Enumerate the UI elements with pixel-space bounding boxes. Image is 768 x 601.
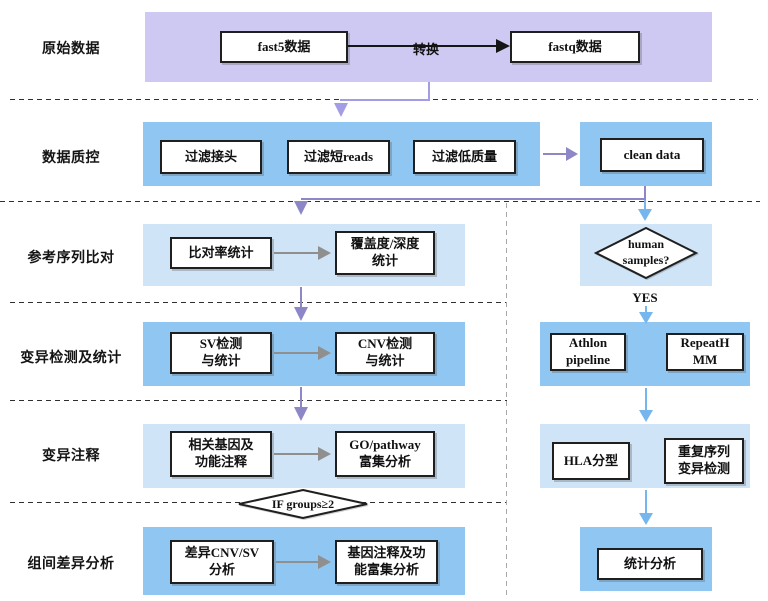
sv-cnv-arrow-icon: [318, 346, 331, 360]
divider-4: [10, 400, 507, 401]
diff-enrich-arrow-line: [276, 561, 320, 563]
if-groups-label: IF groups≥2: [271, 496, 335, 511]
node-fastq: fastq数据: [510, 31, 640, 63]
row-label-variant: 变异检测及统计: [20, 349, 122, 365]
node-statistical-analysis: 统计分析: [597, 548, 703, 580]
qc-to-clean-line: [543, 153, 567, 155]
node-repeat-variant: 重复序列 变异检测: [664, 438, 744, 484]
node-athlon-pipeline: Athlon pipeline: [550, 333, 626, 371]
node-go-pathway: GO/pathway 富集分析: [335, 431, 435, 477]
divider-2: [0, 201, 760, 202]
clean-to-human-arrow-icon: [638, 209, 652, 221]
align-arrow-line: [274, 252, 320, 254]
clean-to-human-line: [644, 200, 646, 210]
if-groups-diamond: IF groups≥2: [237, 489, 369, 519]
node-filter-adapter: 过滤接头: [160, 140, 262, 174]
clean-to-alignment-arrow-icon: [294, 201, 308, 215]
node-diff-cnv-sv: 差异CNV/SV 分析: [170, 540, 274, 584]
node-fast5: fast5数据: [220, 31, 348, 63]
raw-to-qc-connector-h: [340, 99, 430, 101]
clean-down-connector: [644, 186, 646, 200]
human-samples-line2: samples?: [622, 253, 670, 267]
gene-go-arrow-line: [274, 453, 320, 455]
diff-enrich-arrow-icon: [318, 555, 331, 569]
align-arrow-icon: [318, 246, 331, 260]
variant-to-annotation-arrow-icon: [294, 407, 308, 421]
node-sv-detection: SV检测 与统计: [170, 332, 272, 374]
hla-to-stats-arrow-icon: [639, 513, 653, 525]
diamond-shape-icon: [238, 489, 368, 519]
raw-to-qc-arrow-icon: [334, 103, 348, 117]
gene-go-arrow-icon: [318, 447, 331, 461]
alignment-to-variant-line: [300, 287, 302, 309]
human-samples-diamond: human samples?: [594, 227, 698, 279]
row-label-alignment: 参考序列比对: [27, 249, 115, 265]
yes-arrow-line: [645, 306, 647, 314]
clean-left-connector: [301, 198, 646, 200]
node-filter-low-quality: 过滤低质量: [413, 140, 516, 174]
hla-to-stats-line: [645, 490, 647, 514]
convert-label: 转换: [412, 42, 439, 57]
node-coverage-depth: 覆盖度/深度 统计: [335, 231, 435, 275]
athlon-to-hla-arrow-icon: [639, 410, 653, 422]
yes-arrow-icon: [639, 312, 653, 324]
node-gene-enrichment: 基因注释及功 能富集分析: [335, 540, 438, 584]
node-filter-short-reads: 过滤短reads: [287, 140, 390, 174]
node-align-rate: 比对率统计: [170, 237, 272, 269]
sv-cnv-arrow-line: [274, 352, 320, 354]
variant-to-annotation-line: [300, 387, 302, 409]
athlon-to-hla-line: [645, 388, 647, 412]
node-cnv-detection: CNV检测 与统计: [335, 332, 435, 374]
column-divider: [506, 203, 507, 597]
convert-arrow-icon: [496, 39, 510, 53]
qc-to-clean-arrow-icon: [566, 147, 578, 161]
node-clean-data: clean data: [600, 138, 704, 172]
diamond-shape-icon: [594, 227, 698, 279]
yes-label: YES: [632, 290, 658, 305]
node-hla-typing: HLA分型: [552, 442, 630, 480]
convert-arrow-line: [348, 45, 498, 47]
row-label-annotation: 变异注释: [42, 447, 100, 463]
row-label-group-diff: 组间差异分析: [27, 555, 115, 571]
divider-3: [10, 302, 507, 303]
row-label-raw-data: 原始数据: [42, 40, 100, 56]
alignment-to-variant-arrow-icon: [294, 307, 308, 321]
human-samples-line1: human: [627, 237, 665, 252]
row-label-qc: 数据质控: [42, 149, 100, 165]
raw-to-qc-connector-v: [428, 82, 430, 101]
node-gene-annotation: 相关基因及 功能注释: [170, 431, 272, 477]
node-repeathmm: RepeatH MM: [666, 333, 744, 371]
